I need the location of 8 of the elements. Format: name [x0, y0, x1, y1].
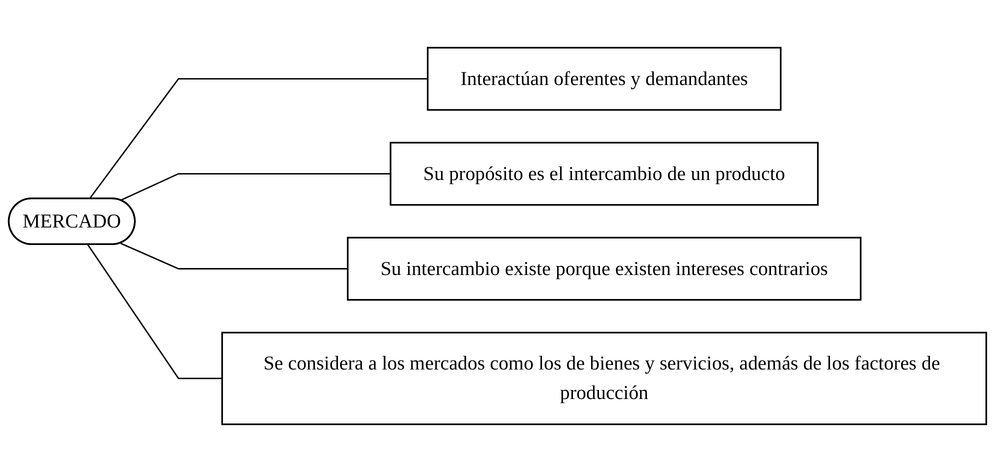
node-box: Su propósito es el intercambio de un producto	[390, 142, 819, 206]
connector	[88, 78, 428, 200]
connector	[87, 244, 222, 380]
connector	[120, 242, 348, 270]
node-box: Interactúan oferentes y demandantes	[426, 46, 782, 111]
node-box: Se considera a los mercados como los de bienes y servicios, además de los factores de producción	[221, 332, 988, 426]
connector	[120, 173, 391, 202]
node-box: Su intercambio existe porque existen intereses contrarios	[346, 236, 862, 301]
